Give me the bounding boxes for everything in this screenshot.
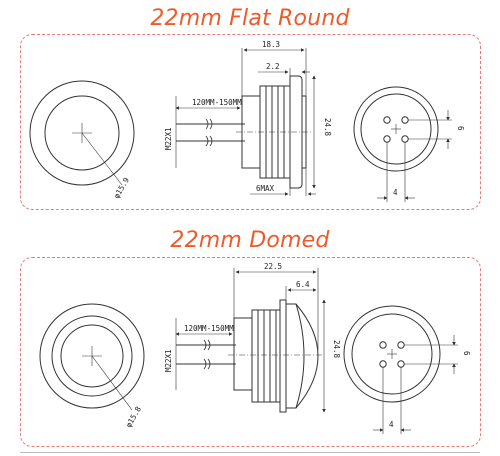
domed-wire-length-label: 120MM-150MM [184,324,234,333]
max-thick-label: 6MAX [256,184,275,193]
head-height-label: 24.8 [323,118,332,137]
domed-pin-spacing-h-label: 4 [389,420,394,429]
wire-length-label: 120MM-150MM [192,98,242,107]
pin-spacing-h-label: 4 [393,188,398,197]
bottom-divider [20,452,480,453]
domed-total-length-label: 22.5 [264,262,282,271]
flat-round-side-view [175,48,316,196]
domed-thread-label: M22X1 [164,349,173,372]
thread-label: M22X1 [164,127,173,150]
domed-side-view [175,268,326,413]
section-title-flat-round: 22mm Flat Round [150,6,350,31]
domed-panel [20,257,481,447]
front-diameter-label: φ15.9 [112,176,131,200]
domed-head-height-label: 24.8 [332,340,341,359]
flat-round-back-view [353,86,452,202]
domed-pin-spacing-v-label: 6 [462,351,471,356]
total-length-label: 18.3 [262,40,280,49]
domed-front-view [39,303,145,411]
domed-head-thickness-label: 6.4 [296,280,310,289]
flat-round-panel [20,34,481,210]
section-title-domed: 22mm Domed [170,228,330,253]
pin-spacing-v-label: 6 [456,126,465,131]
domed-front-diameter-label: φ15.8 [124,405,143,429]
head-thickness-label: 2.2 [266,62,280,71]
domed-back-view [343,305,458,434]
flat-round-front-view [29,80,135,186]
